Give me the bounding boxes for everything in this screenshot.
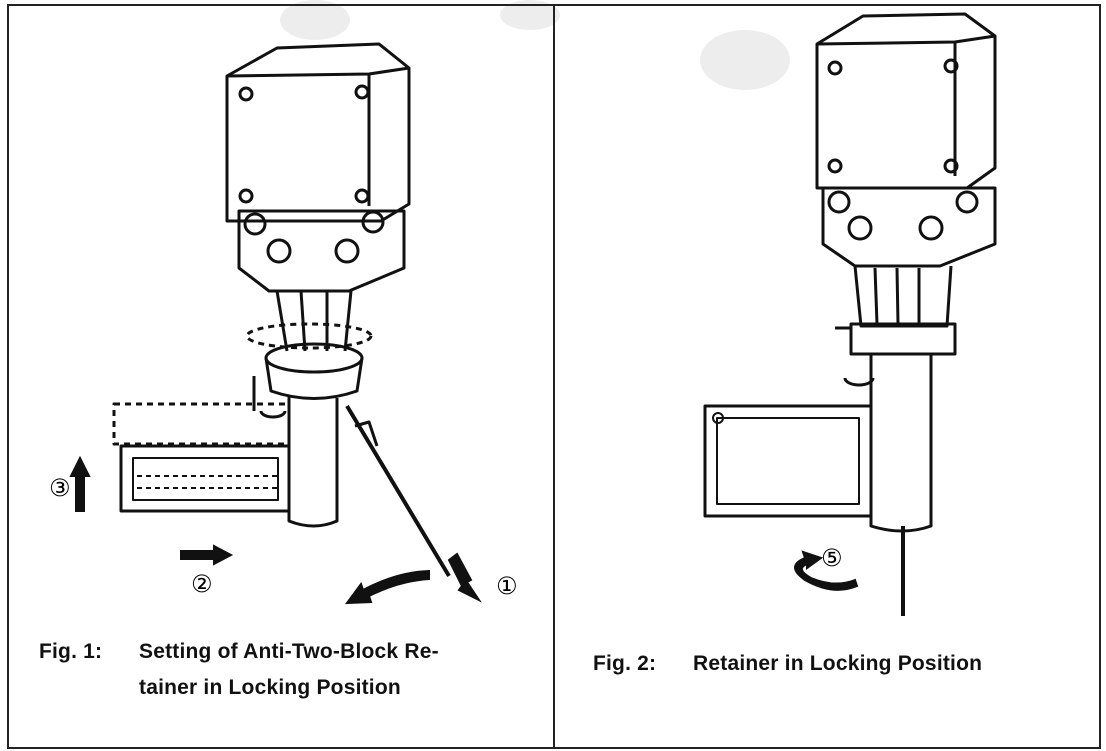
figure-2-caption-text: Retainer in Locking Position xyxy=(693,652,983,675)
chain xyxy=(345,404,451,578)
background-smudge xyxy=(280,0,350,40)
figure-1-caption: Fig. 1: Setting of Anti-Two-Block Re- tai… xyxy=(39,634,439,706)
retainer-locked xyxy=(849,322,957,356)
retainer-old-position xyxy=(245,322,373,350)
figure-1-panel: ③ ② ④ ① Fig. 1: Setting of Anti-Two-Block… xyxy=(7,4,555,749)
weight-plate-dashes xyxy=(137,475,279,489)
plate-old-position xyxy=(112,402,291,446)
background-smudge xyxy=(700,30,790,90)
switch-housing xyxy=(225,42,411,223)
cable-boot xyxy=(853,265,953,328)
mount-bolt xyxy=(918,215,944,241)
chain-link xyxy=(354,420,379,447)
weight-plate xyxy=(119,444,291,513)
weight-plate-inner xyxy=(716,417,860,505)
mounting-block xyxy=(821,186,997,268)
mount-bolt xyxy=(361,210,385,234)
figure-2-panel: ⑤ Fig. 2: Retainer in Locking Position xyxy=(553,4,1101,749)
arrow-right-icon xyxy=(180,544,234,566)
mount-bolt xyxy=(266,238,292,264)
figure-2-caption: Fig. 2: Retainer in Locking Position xyxy=(593,646,982,682)
weight-plate-inner xyxy=(132,457,279,501)
arrow-up-icon xyxy=(69,455,91,512)
mount-bolt xyxy=(334,238,360,264)
housing-screw xyxy=(238,188,254,204)
housing-top-edge xyxy=(816,34,996,46)
rotate-arrow-icon xyxy=(794,550,859,591)
mount-bolt xyxy=(243,212,267,236)
mounting-block xyxy=(237,209,406,293)
cable-bundle xyxy=(275,290,353,352)
arrow-curved-left-icon xyxy=(344,569,430,605)
mount-bolt xyxy=(955,190,979,214)
step-3-label: ③ xyxy=(49,474,71,502)
figure-1-caption-line-2: tainer in Locking Position xyxy=(139,676,401,699)
housing-screw xyxy=(354,188,370,204)
support-tube xyxy=(287,396,339,528)
step-1-label: ① xyxy=(496,572,518,600)
figure-1-caption-line-1: Setting of Anti-Two-Block Re- xyxy=(139,640,439,663)
step-5-label: ⑤ xyxy=(821,544,843,572)
figure-1-illustration: ③ ② ④ ① xyxy=(49,42,518,616)
plate-hole xyxy=(712,412,724,424)
housing-screw xyxy=(354,84,370,100)
figure-2-number: Fig. 2: xyxy=(593,652,657,675)
mount-bolt xyxy=(847,215,873,241)
lock-pin xyxy=(843,377,875,387)
housing-top-edge xyxy=(226,66,410,78)
housing-screw xyxy=(827,158,843,174)
figure-2-illustration: ⑤ xyxy=(703,12,997,616)
arrow-down-right-icon xyxy=(447,552,482,603)
cable-bundle xyxy=(873,267,921,325)
housing-screw xyxy=(827,60,843,76)
retainer-band xyxy=(264,357,364,400)
housing-screw xyxy=(238,86,254,102)
lock-pin xyxy=(252,376,287,419)
figure-1-number: Fig. 1: xyxy=(39,640,103,663)
housing-screw xyxy=(943,158,959,174)
step-2-label: ② xyxy=(191,570,213,598)
weight-plate xyxy=(703,404,873,518)
mount-bolt xyxy=(827,190,851,214)
housing-screw xyxy=(943,58,959,74)
step-4-label: ④ xyxy=(364,612,386,616)
support-tube xyxy=(869,354,933,533)
